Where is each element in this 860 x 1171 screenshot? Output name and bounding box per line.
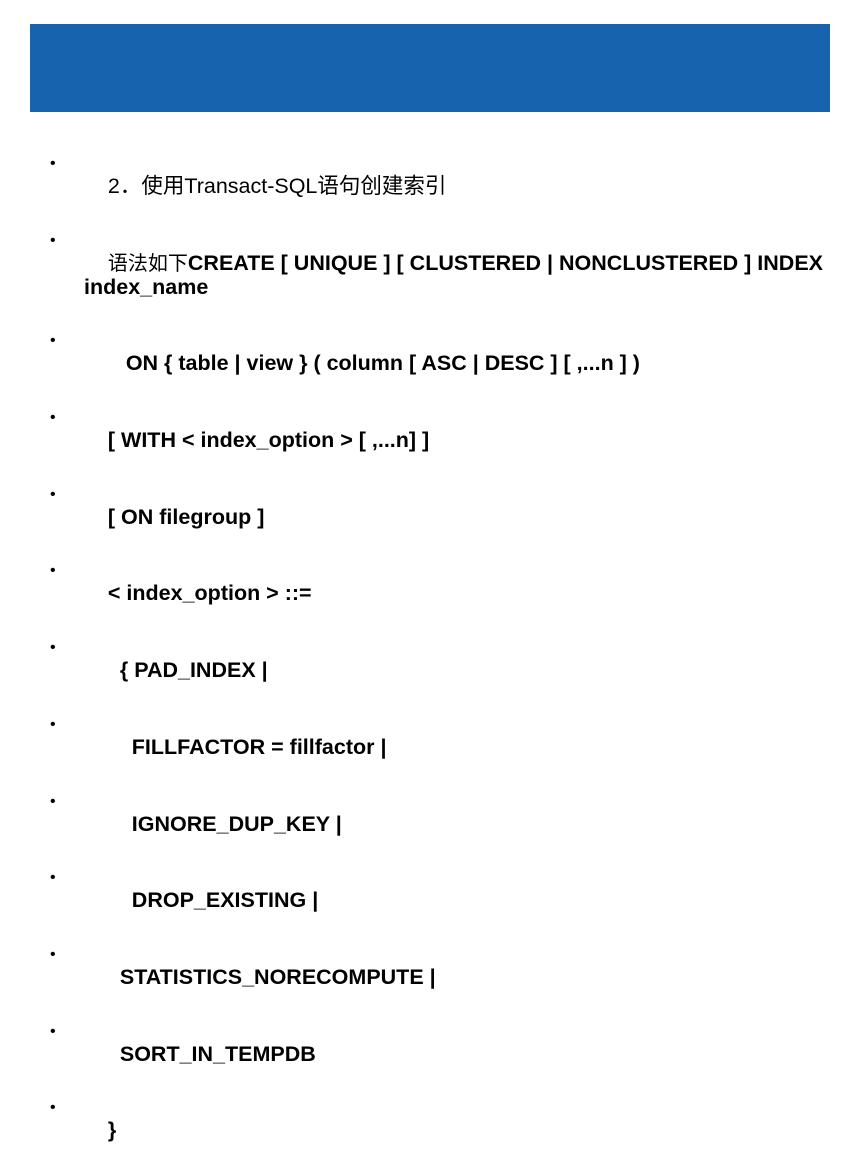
bullet-icon: • xyxy=(50,231,56,249)
bullet-icon: • xyxy=(50,715,56,733)
bullet-text: ON { table | view } ( column [ ASC | DES… xyxy=(107,351,640,376)
bullet-icon: • xyxy=(50,485,56,503)
bullet-item-title: • 2．使用Transact-SQL语句创建索引 xyxy=(0,150,860,222)
bullet-text: 2．使用Transact-SQL语句创建索引 xyxy=(107,174,447,198)
bullet-text: IGNORE_DUP_KEY | xyxy=(107,811,342,836)
bullet-item: • SORT_IN_TEMPDB xyxy=(0,1018,860,1090)
bullet-text: { PAD_INDEX | xyxy=(107,658,268,683)
bullet-icon: • xyxy=(50,562,56,580)
bullet-item: • ON { table | view } ( column [ ASC | D… xyxy=(0,327,860,399)
bullet-icon: • xyxy=(50,639,56,657)
bullet-item: •< index_option > ::= xyxy=(0,557,860,629)
bullet-icon: • xyxy=(50,869,56,887)
bullet-item: • IGNORE_DUP_KEY | xyxy=(0,788,860,860)
bullet-item: • [ WITH < index_option > [ ,...n] ] xyxy=(0,404,860,476)
bullet-prefix: 语法如下 xyxy=(107,250,188,275)
bullet-list: • 2．使用Transact-SQL语句创建索引 • 语法如下CREATE [ UN… xyxy=(0,150,860,1171)
bullet-text: [ WITH < index_option > [ ,...n] ] xyxy=(107,428,430,453)
bullet-text: SORT_IN_TEMPDB xyxy=(107,1041,316,1066)
bullet-icon: • xyxy=(50,1022,56,1040)
bullet-text: < index_option > ::= xyxy=(107,581,312,606)
bullet-item: • [ ON filegroup ] xyxy=(0,481,860,553)
bullet-text: STATISTICS_NORECOMPUTE | xyxy=(107,964,436,989)
bullet-text: CREATE [ UNIQUE ] [ CLUSTERED | NONCLUST… xyxy=(84,250,829,299)
slide-header-band xyxy=(30,24,830,112)
bullet-icon: • xyxy=(50,332,56,350)
bullet-text: } xyxy=(107,1118,117,1143)
bullet-icon: • xyxy=(50,792,56,810)
bullet-icon: • xyxy=(50,945,56,963)
bullet-item: • DROP_EXISTING | xyxy=(0,864,860,936)
bullet-item: • STATISTICS_NORECOMPUTE | xyxy=(0,941,860,1013)
bullet-text: FILLFACTOR = fillfactor | xyxy=(107,734,387,759)
bullet-item: •} xyxy=(0,1094,860,1166)
bullet-icon: • xyxy=(50,155,56,172)
bullet-text: [ ON filegroup ] xyxy=(107,504,265,529)
bullet-icon: • xyxy=(50,409,56,427)
bullet-text: DROP_EXISTING | xyxy=(107,888,319,913)
bullet-item: • FILLFACTOR = fillfactor | xyxy=(0,711,860,783)
bullet-icon: • xyxy=(50,1099,56,1117)
bullet-item-syntax: • 语法如下CREATE [ UNIQUE ] [ CLUSTERED | NON… xyxy=(0,227,860,323)
